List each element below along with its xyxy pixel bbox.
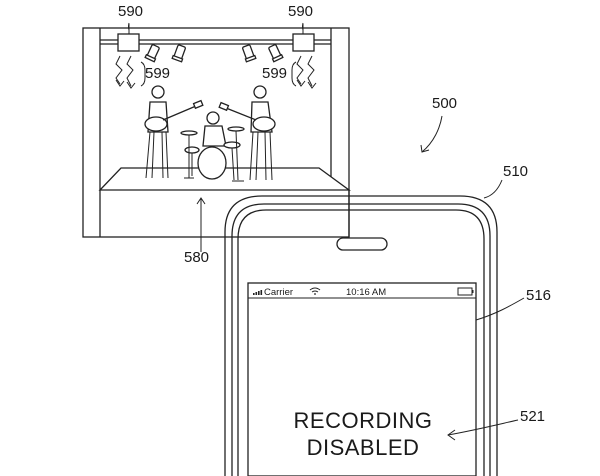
leader-500 <box>422 116 442 152</box>
spotlights <box>145 44 283 62</box>
ref-500: 500 <box>432 95 457 112</box>
ref-510: 510 <box>503 163 528 180</box>
mobile-device: Carrier 10:16 AM RECORDING DISABLED <box>225 196 497 476</box>
speaker-grille <box>337 238 387 250</box>
recording-disabled-line1: RECORDING <box>294 408 433 433</box>
ref-599-right: 599 <box>262 65 287 82</box>
battery-icon <box>458 288 474 295</box>
ref-590-right: 590 <box>288 3 313 20</box>
emission-left <box>116 56 145 88</box>
leader-510 <box>484 180 502 198</box>
ref-516: 516 <box>526 287 551 304</box>
status-time: 10:16 AM <box>346 287 386 298</box>
ref-590-left: 590 <box>118 3 143 20</box>
leader-516 <box>476 298 524 320</box>
ref-599-left: 599 <box>145 65 170 82</box>
guitarist-right <box>219 86 275 180</box>
emission-right <box>292 56 316 88</box>
leader-521 <box>448 420 518 435</box>
wifi-icon <box>310 288 320 295</box>
ref-580: 580 <box>184 249 209 266</box>
ref-521: 521 <box>520 408 545 425</box>
recording-disabled-line2: DISABLED <box>307 435 420 460</box>
carrier-label: Carrier <box>264 287 293 298</box>
stage-scene <box>83 24 349 237</box>
signal-bars-icon <box>253 290 262 295</box>
